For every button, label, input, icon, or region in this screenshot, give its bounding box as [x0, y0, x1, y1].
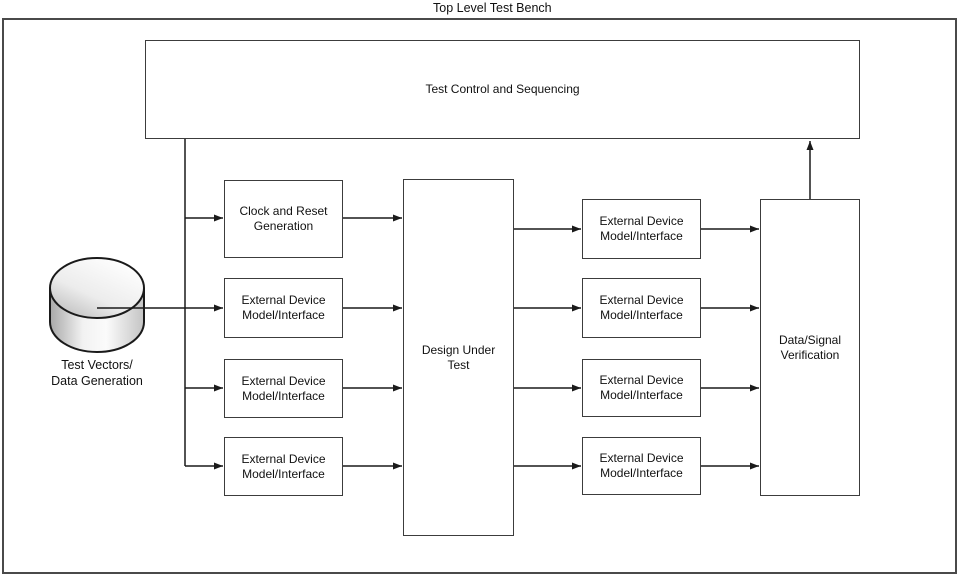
node-external-device-right-4: External Device Model/Interface: [582, 437, 701, 495]
node-clock-and-reset-generation: Clock and Reset Generation: [224, 180, 343, 258]
node-test-control-and-sequencing: Test Control and Sequencing: [145, 40, 860, 139]
node-external-device-right-3: External Device Model/Interface: [582, 359, 701, 417]
database-cylinder-icon: [49, 257, 145, 353]
node-external-device-right-1: External Device Model/Interface: [582, 199, 701, 259]
node-external-device-left-3: External Device Model/Interface: [224, 359, 343, 418]
node-external-device-left-2: External Device Model/Interface: [224, 278, 343, 338]
node-external-device-right-2: External Device Model/Interface: [582, 278, 701, 338]
diagram-title: Top Level Test Bench: [433, 1, 552, 15]
node-external-device-left-4: External Device Model/Interface: [224, 437, 343, 496]
node-design-under-test: Design Under Test: [403, 179, 514, 536]
test-vectors-label: Test Vectors/ Data Generation: [51, 358, 143, 388]
node-data-signal-verification: Data/Signal Verification: [760, 199, 860, 496]
